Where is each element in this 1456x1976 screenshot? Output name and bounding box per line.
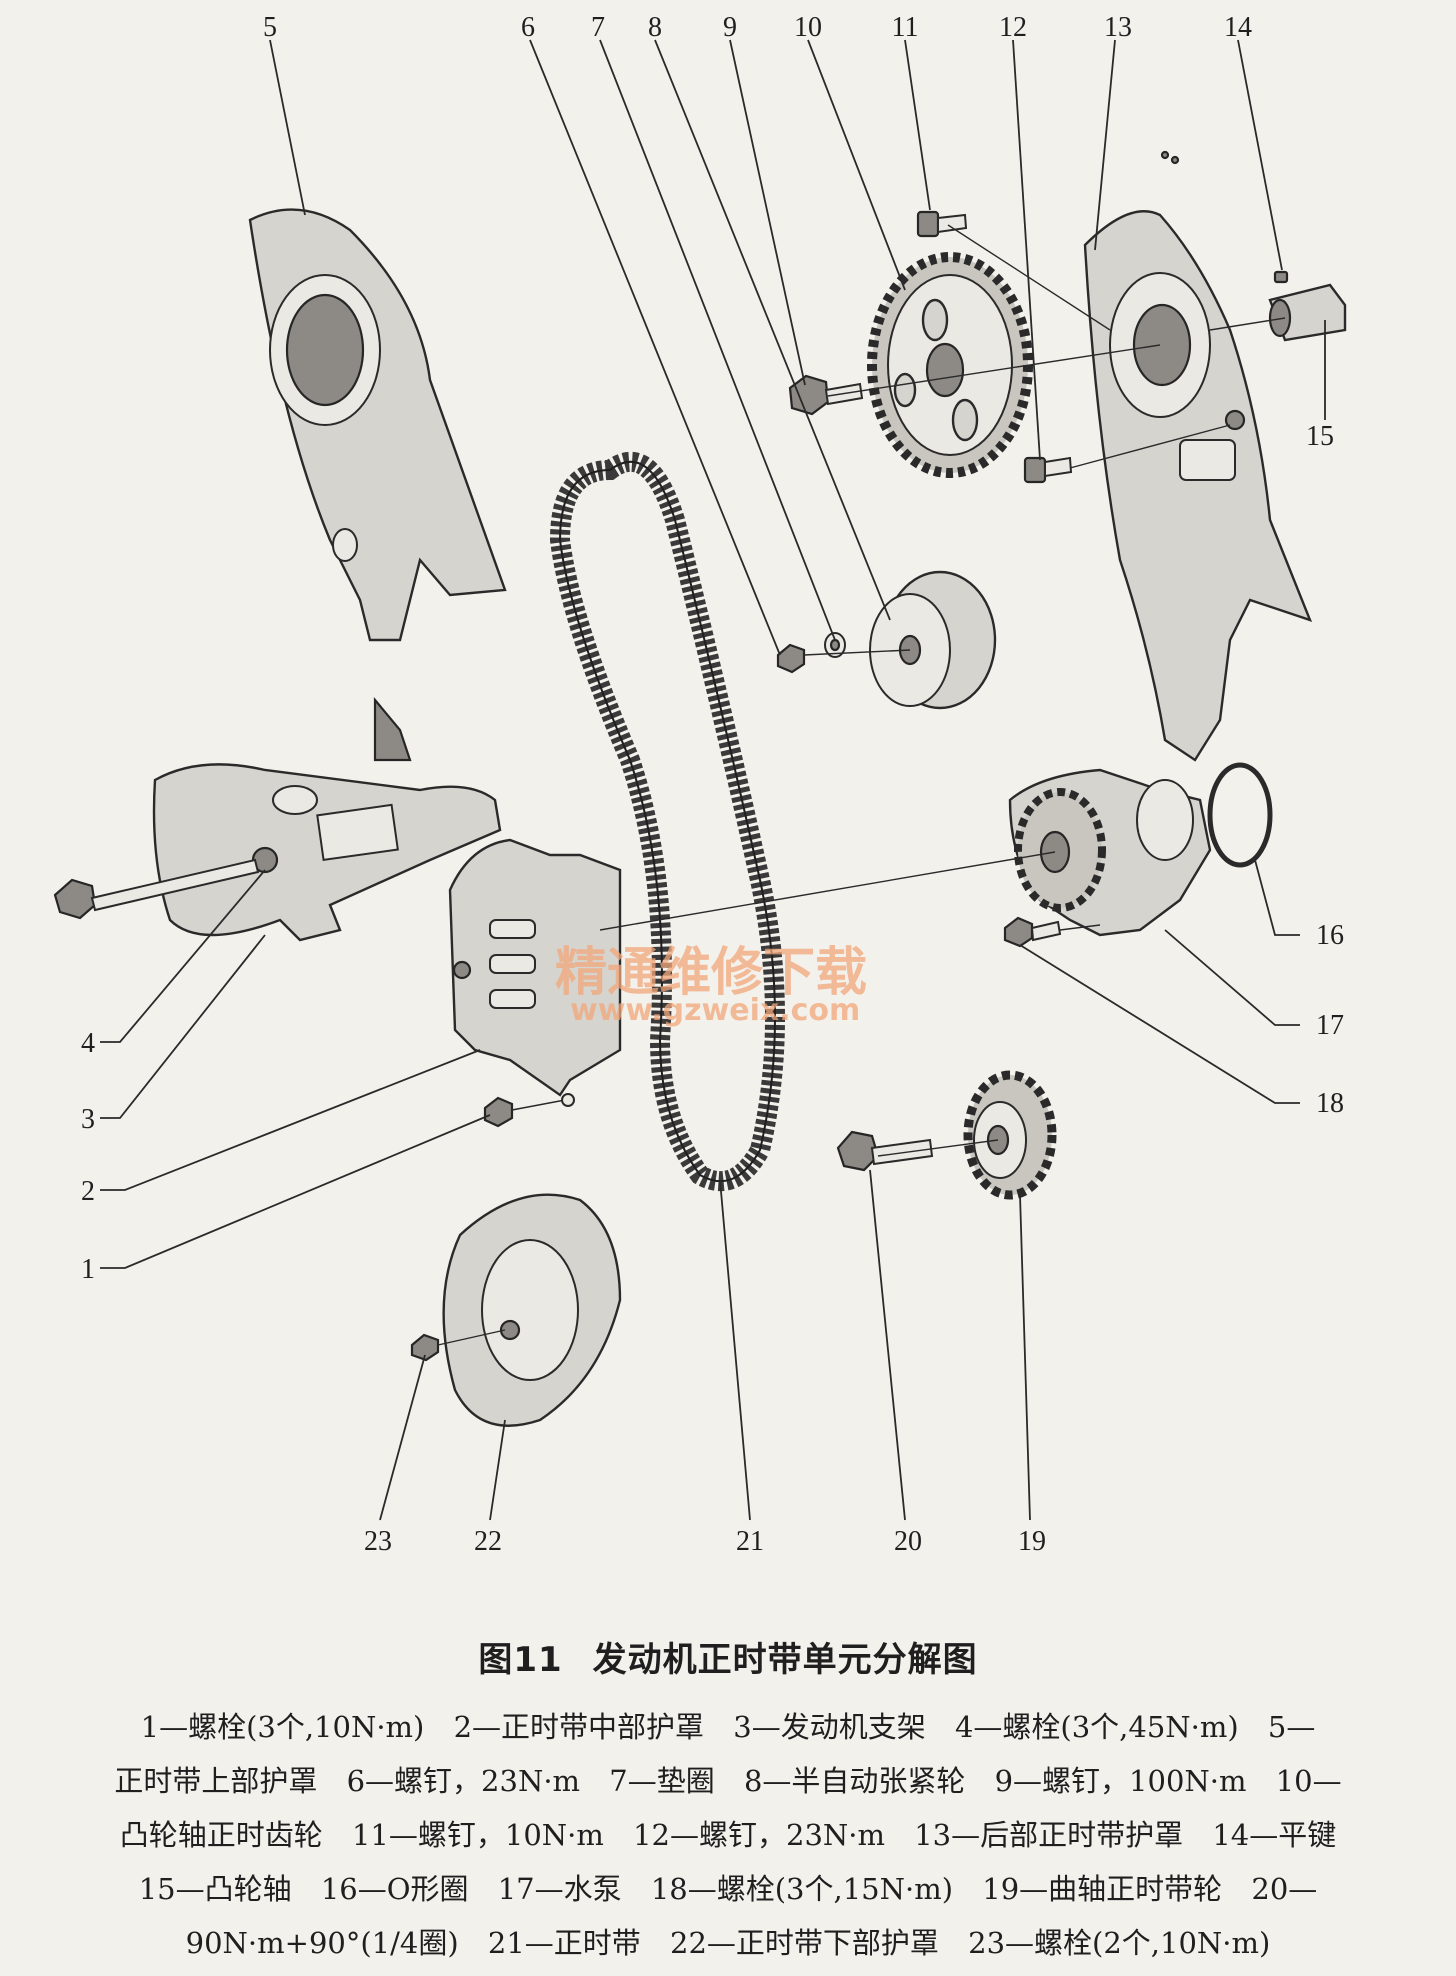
screw-23nm [1023, 456, 1073, 484]
semi-automatic-tensioner [869, 570, 997, 710]
legend-line: 15—凸轮轴 16—O形圈 17—水泵 18—螺栓(3个,15N·m) 19—曲… [40, 1862, 1416, 1916]
part-number-22: 22 [474, 1526, 502, 1557]
part-number-7: 7 [591, 12, 605, 43]
part-number-21: 21 [736, 1526, 764, 1557]
part-number-1: 1 [81, 1254, 95, 1285]
legend-item: 20— [1251, 1872, 1318, 1906]
legend-item: 23—螺栓(2个,10N·m) [968, 1926, 1271, 1960]
part-number-16: 16 [1316, 920, 1344, 951]
legend-item: 12—螺钉，23N·m [633, 1818, 885, 1852]
part-number-15: 15 [1306, 421, 1334, 452]
part-number-12: 12 [999, 12, 1027, 43]
part-number-23: 23 [364, 1526, 392, 1557]
part-number-3: 3 [81, 1104, 95, 1135]
legend-item: 14—平键 [1212, 1818, 1337, 1852]
figure-title: 发动机正时带单元分解图 [592, 1640, 978, 1680]
camshaft-timing-gear [867, 252, 1033, 478]
part-number-5: 5 [263, 12, 277, 43]
middle-timing-belt-cover [448, 838, 622, 1097]
legend-item: 1—螺栓(3个,10N·m) [140, 1710, 425, 1744]
legend-item: 6—螺钉，23N·m [346, 1764, 581, 1798]
legend-item: 22—正时带下部护罩 [670, 1926, 939, 1960]
legend-item: 2—正时带中部护罩 [453, 1710, 705, 1744]
part-number-labels: 5 6 7 8 9 10 11 12 13 14 15 16 17 18 4 3… [81, 12, 1344, 1557]
legend-item: 4—螺栓(3个,45N·m) [954, 1710, 1239, 1744]
o-ring [1207, 762, 1273, 868]
legend-line: 1—螺栓(3个,10N·m) 2—正时带中部护罩 3—发动机支架 4—螺栓(3个… [40, 1700, 1416, 1754]
part-number-17: 17 [1316, 1010, 1344, 1041]
lower-timing-belt-cover [442, 1193, 622, 1427]
part-number-9: 9 [723, 12, 737, 43]
part-number-14: 14 [1224, 12, 1252, 43]
middle-cover-bolt [483, 1093, 575, 1128]
part-number-13: 13 [1104, 12, 1132, 43]
legend-item: 10— [1275, 1764, 1342, 1798]
part-number-20: 20 [894, 1526, 922, 1557]
part-number-11: 11 [892, 12, 919, 43]
legend-item: 9—螺钉，100N·m [994, 1764, 1247, 1798]
legend-item: 凸轮轴正时齿轮 [119, 1818, 323, 1852]
part-number-2: 2 [81, 1176, 95, 1207]
exploded-diagram: 5 6 7 8 9 10 11 12 13 14 15 16 17 18 4 3… [53, 12, 1347, 1557]
water-pump [1008, 768, 1212, 937]
camshaft [1268, 283, 1347, 342]
parts-legend: 1—螺栓(3个,10N·m) 2—正时带中部护罩 3—发动机支架 4—螺栓(3个… [40, 1700, 1416, 1970]
legend-item: 19—曲轴正时带轮 [982, 1872, 1223, 1906]
crankshaft-timing-pulley [963, 1070, 1057, 1200]
legend-line: 正时带上部护罩 6—螺钉，23N·m 7—垫圈 8—半自动张紧轮 9—螺钉，10… [40, 1754, 1416, 1808]
legend-item: 正时带上部护罩 [114, 1764, 318, 1798]
legend-item: 8—半自动张紧轮 [743, 1764, 966, 1798]
legend-line: 凸轮轴正时齿轮 11—螺钉，10N·m 12—螺钉，23N·m 13—后部正时带… [40, 1808, 1416, 1862]
figure-caption: 图11 发动机正时带单元分解图 [0, 1632, 1456, 1681]
part-number-19: 19 [1018, 1526, 1046, 1557]
legend-item: 13—后部正时带护罩 [914, 1818, 1184, 1852]
part-number-8: 8 [648, 12, 662, 43]
legend-item: 3—发动机支架 [733, 1710, 926, 1744]
lower-cover-bolt [410, 1329, 506, 1362]
flat-key [1273, 270, 1289, 284]
screw-10nm [916, 210, 968, 238]
water-pump-bolt [1003, 916, 1062, 948]
legend-item: 18—螺栓(3个,15N·m) [650, 1872, 954, 1906]
legend-line: 90N·m+90°(1/4圈) 21—正时带 22—正时带下部护罩 23—螺栓(… [40, 1916, 1416, 1970]
legend-item: 7—垫圈 [609, 1764, 715, 1798]
timing-belt [549, 451, 785, 1192]
watermark: 精通维修下载 www.gzweix.com [555, 943, 867, 1028]
part-number-18: 18 [1316, 1088, 1344, 1119]
figure-number: 图11 [478, 1640, 563, 1680]
legend-item: 15—凸轮轴 [138, 1872, 292, 1906]
watermark-text: 精通维修下载 [555, 943, 867, 1003]
legend-item: 17—水泵 [497, 1872, 622, 1906]
part-number-10: 10 [794, 12, 822, 43]
camshaft-gear-bolt [788, 374, 864, 416]
legend-item: 5— [1267, 1710, 1316, 1744]
legend-item: 16—O形圈 [320, 1872, 469, 1906]
legend-item: 90N·m+90°(1/4圈) [185, 1926, 459, 1960]
legend-item: 11—螺钉，10N·m [351, 1818, 604, 1852]
tensioner-screw [776, 643, 806, 674]
upper-timing-belt-cover [248, 208, 507, 762]
engine-bracket [152, 763, 502, 942]
legend-item: 21—正时带 [487, 1926, 641, 1960]
part-number-4: 4 [81, 1028, 95, 1059]
watermark-url: www.gzweix.com [570, 993, 860, 1028]
leader-lines [100, 39, 1326, 1521]
mount-bolt [53, 858, 260, 920]
part-number-6: 6 [521, 12, 535, 43]
